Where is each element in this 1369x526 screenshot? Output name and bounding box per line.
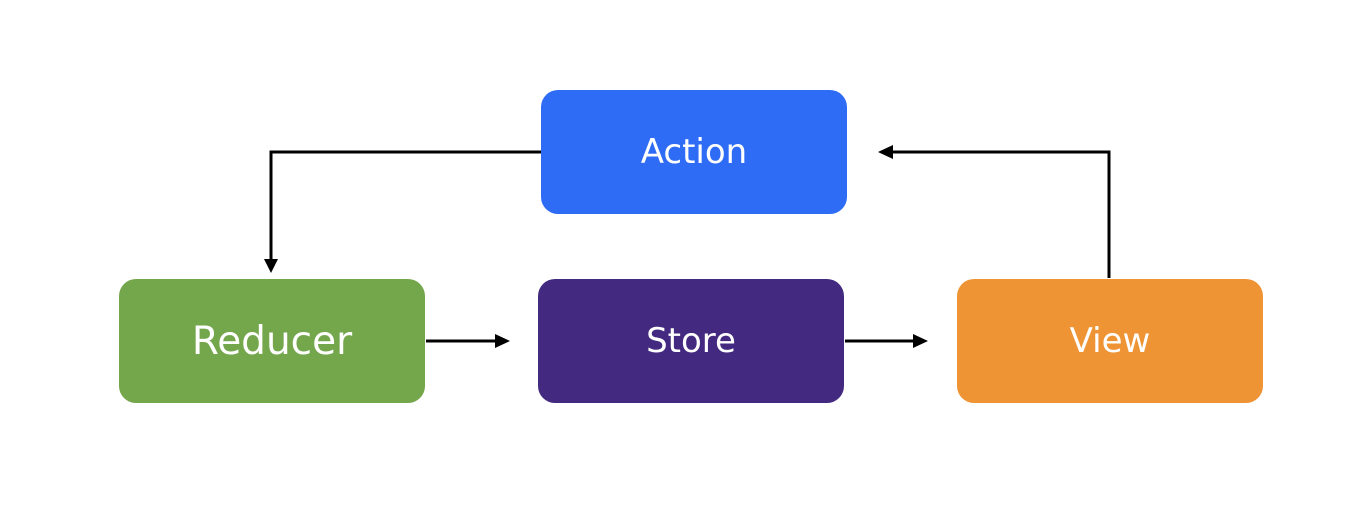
store-label: Store bbox=[646, 321, 736, 361]
view-node: View bbox=[957, 279, 1263, 403]
store-node: Store bbox=[538, 279, 844, 403]
arrowhead-icon bbox=[495, 334, 510, 348]
action-node: Action bbox=[541, 90, 847, 214]
reducer-label: Reducer bbox=[191, 318, 353, 364]
action-label: Action bbox=[640, 132, 748, 172]
arrowhead-icon bbox=[913, 334, 928, 348]
view-label: View bbox=[1069, 321, 1151, 361]
reducer-node: Reducer bbox=[119, 279, 425, 403]
arrowhead-icon bbox=[878, 145, 893, 159]
arrow-store-to-view bbox=[845, 334, 928, 348]
arrow-action-to-reducer bbox=[264, 150, 541, 273]
arrowhead-icon bbox=[264, 259, 278, 273]
arrow-line bbox=[269, 150, 541, 262]
arrow-view-to-action bbox=[878, 145, 1111, 278]
arrow-line bbox=[890, 150, 1111, 278]
arrow-reducer-to-store bbox=[426, 334, 510, 348]
